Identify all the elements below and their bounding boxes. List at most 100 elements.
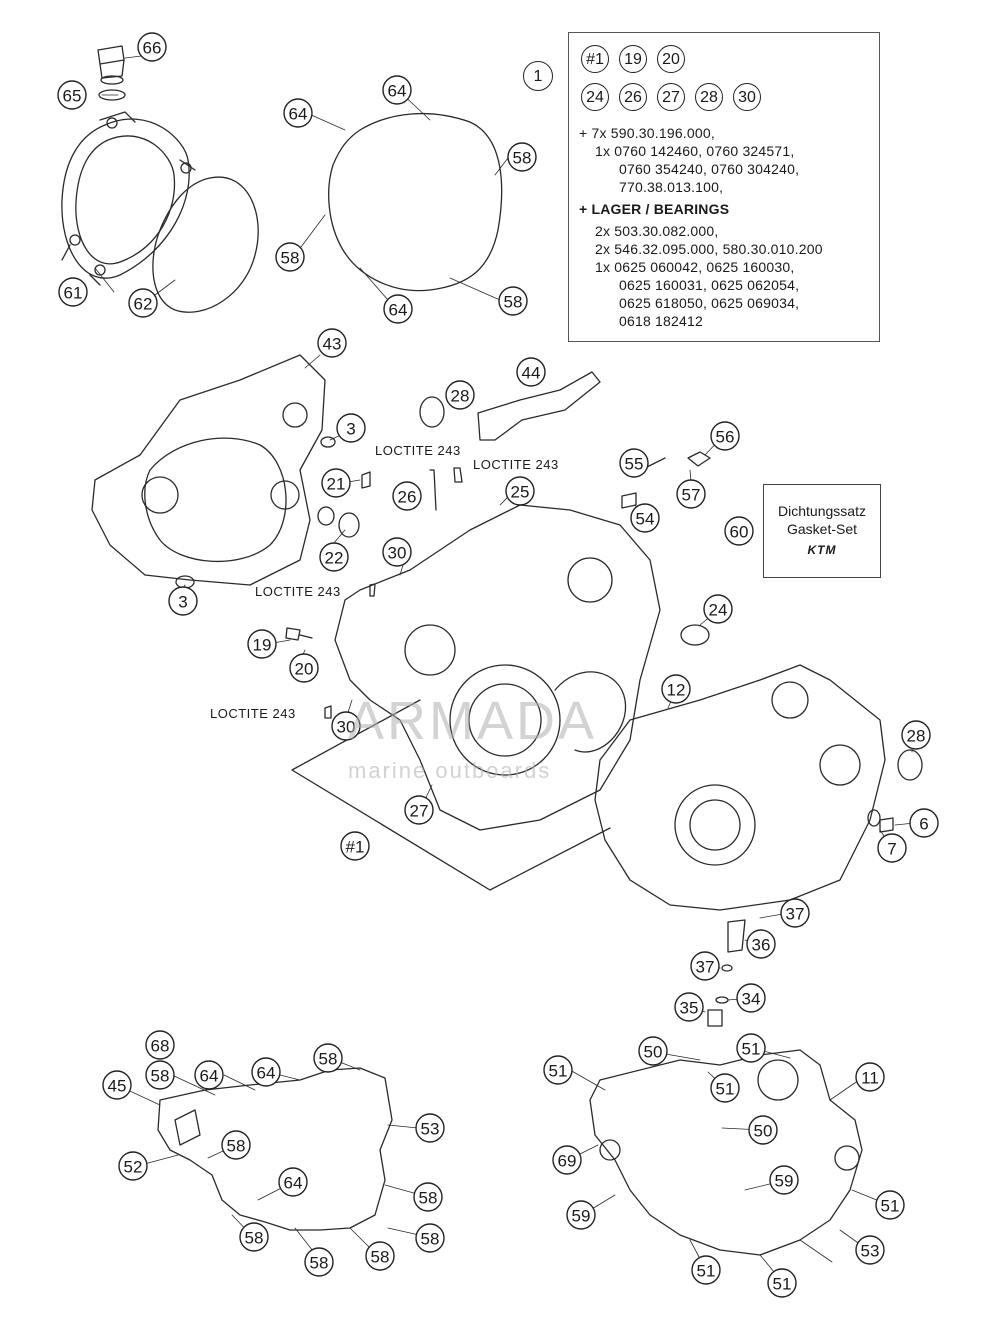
callout-number: 21 bbox=[327, 475, 346, 494]
callout-number: 64 bbox=[389, 301, 408, 320]
callout-58: 58 bbox=[415, 1223, 445, 1253]
loctite-label: LOCTITE 243 bbox=[375, 443, 461, 458]
callout-circle bbox=[690, 951, 720, 981]
callout-7: 7 bbox=[877, 833, 907, 863]
callout-64: 64 bbox=[194, 1060, 224, 1090]
callout-58: 58 bbox=[413, 1182, 443, 1212]
callout-number: 30 bbox=[337, 718, 356, 737]
callout-58: 58 bbox=[498, 286, 528, 316]
callout-number: 59 bbox=[775, 1172, 794, 1191]
callout-52: 52 bbox=[118, 1151, 148, 1181]
callout-51: 51 bbox=[543, 1055, 573, 1085]
bracket-part bbox=[477, 371, 601, 441]
callout-circle bbox=[275, 242, 305, 272]
watermark-subtitle: marine outboards bbox=[348, 758, 552, 783]
watermark-title: ARMADA bbox=[348, 691, 598, 751]
callout-number: 27 bbox=[410, 802, 429, 821]
loctite-label: LOCTITE 243 bbox=[473, 457, 559, 472]
callout-number: 65 bbox=[63, 87, 82, 106]
callout-circle bbox=[251, 1057, 281, 1087]
callout-number: 59 bbox=[572, 1207, 591, 1226]
callout-number: 3 bbox=[346, 420, 355, 439]
callout-circle bbox=[630, 503, 660, 533]
callout-58: 58 bbox=[365, 1241, 395, 1271]
oil-filler-plug-part bbox=[97, 45, 126, 101]
callout-circle bbox=[58, 277, 88, 307]
callout-number: 68 bbox=[151, 1037, 170, 1056]
callout-number: 28 bbox=[451, 387, 470, 406]
callout-number: 51 bbox=[549, 1062, 568, 1081]
callout-number: 25 bbox=[511, 483, 530, 502]
callout-number: 53 bbox=[421, 1120, 440, 1139]
callout-58: 58 bbox=[275, 242, 305, 272]
callout-number: 64 bbox=[257, 1064, 276, 1083]
info-line-bearings: + LAGER / BEARINGS bbox=[579, 201, 730, 217]
callout-number: 35 bbox=[680, 999, 699, 1018]
callout-number: 55 bbox=[625, 455, 644, 474]
pin-part bbox=[175, 575, 195, 589]
callout-number: 58 bbox=[310, 1254, 329, 1273]
info-line: 770.38.013.100, bbox=[619, 179, 724, 195]
callout-50: 50 bbox=[638, 1036, 668, 1066]
callout-number: 20 bbox=[295, 660, 314, 679]
callout-circle bbox=[710, 1073, 740, 1103]
ktm-logo: KTM bbox=[807, 543, 837, 557]
callout-number: 52 bbox=[124, 1158, 143, 1177]
callout-number: 37 bbox=[786, 905, 805, 924]
callout-65: 65 bbox=[57, 80, 87, 110]
info-ref-num: 24 bbox=[581, 83, 609, 111]
callout-circle bbox=[445, 380, 475, 410]
callout-53: 53 bbox=[855, 1235, 885, 1265]
info-line: 1x 0760 142460, 0760 324571, bbox=[595, 143, 795, 159]
crankcase-cover-part bbox=[91, 354, 326, 586]
callout-number: 58 bbox=[513, 149, 532, 168]
callout-51: 51 bbox=[736, 1033, 766, 1063]
callout-circle bbox=[145, 1030, 175, 1060]
info-ref-num: 20 bbox=[657, 45, 685, 73]
callout-number: #1 bbox=[346, 838, 365, 857]
callout-66: 66 bbox=[137, 32, 167, 62]
callout-circle bbox=[780, 898, 810, 928]
callout-58: 58 bbox=[239, 1222, 269, 1252]
callout-number: 64 bbox=[388, 82, 407, 101]
info-line: 0618 182412 bbox=[619, 313, 703, 329]
callout-45: 45 bbox=[102, 1070, 132, 1100]
callout-circle bbox=[769, 1165, 799, 1195]
callout-circle bbox=[336, 413, 366, 443]
callout-35: 35 bbox=[674, 992, 704, 1022]
callout-number: 58 bbox=[281, 249, 300, 268]
callout-number: 51 bbox=[716, 1080, 735, 1099]
callout-number: 58 bbox=[319, 1050, 338, 1069]
info-line: 2x 546.32.095.000, 580.30.010.200 bbox=[595, 241, 823, 257]
callout-layer: 6665616264646458585843332122284425263019… bbox=[57, 32, 939, 1298]
callout-circle bbox=[855, 1062, 885, 1092]
callout-69: 69 bbox=[552, 1145, 582, 1175]
callout-62: 62 bbox=[128, 288, 158, 318]
callout-number: 37 bbox=[696, 958, 715, 977]
callout-51: 51 bbox=[875, 1190, 905, 1220]
callout-number: 26 bbox=[398, 488, 417, 507]
callout-37: 37 bbox=[780, 898, 810, 928]
callout-number: 43 bbox=[323, 335, 342, 354]
callout-64: 64 bbox=[251, 1057, 281, 1087]
callout-circle bbox=[289, 653, 319, 683]
callout-circle bbox=[676, 479, 706, 509]
callout-circle bbox=[413, 1182, 443, 1212]
callout-circle bbox=[543, 1055, 573, 1085]
callout-circle bbox=[319, 542, 349, 572]
crankcase-gasket-left-part bbox=[157, 1067, 393, 1231]
callout-27: 27 bbox=[404, 795, 434, 825]
callout-number: 58 bbox=[227, 1137, 246, 1156]
info-line: 0625 618050, 0625 069034, bbox=[619, 295, 800, 311]
callout-number: 64 bbox=[284, 1174, 303, 1193]
info-line: + 7x 590.30.196.000, bbox=[579, 125, 715, 141]
callout-number: 22 bbox=[325, 549, 344, 568]
callout-circle bbox=[736, 1033, 766, 1063]
callout-number: 57 bbox=[682, 486, 701, 505]
info-callout: 1 bbox=[523, 61, 553, 91]
callout-circle bbox=[909, 808, 939, 838]
callout-57: 57 bbox=[676, 479, 706, 509]
callout-circle bbox=[194, 1060, 224, 1090]
callout-51: 51 bbox=[710, 1073, 740, 1103]
